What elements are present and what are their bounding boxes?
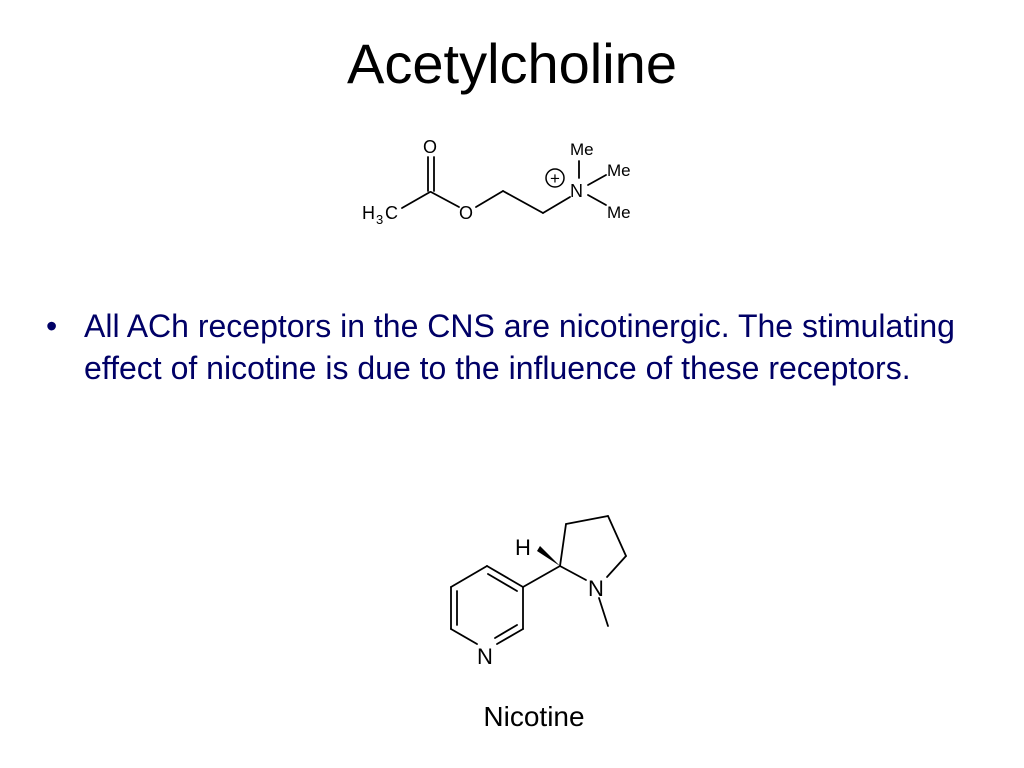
pyrrolidine-bond-1	[559, 523, 567, 567]
bond-n-methyl	[598, 597, 609, 627]
bond-n-me-bottom	[587, 194, 607, 206]
bullet-text: All ACh receptors in the CNS are nicotin…	[84, 308, 955, 386]
pyridine-bond-4	[450, 628, 478, 645]
nicotine-structure-diagram: H N N	[450, 515, 627, 669]
bullet-item: • All ACh receptors in the CNS are nicot…	[44, 305, 984, 389]
bond-ring-link	[522, 565, 561, 588]
bond-carbonyl-ester-o	[430, 191, 460, 208]
atom-carbonyl-o: O	[423, 137, 437, 157]
pyrrolidine-bond-5	[559, 565, 587, 581]
pyridine-bond-6	[450, 565, 488, 588]
atom-methyl-h: H	[362, 203, 375, 223]
bond-ch2-ch2	[502, 190, 544, 214]
pyrrolidine-bond-2	[565, 515, 609, 525]
pyridine-bond-1	[486, 565, 524, 588]
slide-title: Acetylcholine	[347, 32, 677, 95]
bond-n-me-right	[587, 174, 607, 186]
acetylcholine-structure-diagram: O H 3 C O N Me Me Me +	[362, 137, 631, 227]
bond-ch2-n	[542, 196, 571, 214]
bullet-list: • All ACh receptors in the CNS are nicot…	[44, 305, 984, 389]
pyridine-bond-3-inner	[494, 624, 518, 639]
pyrrolidine-bond-3	[607, 515, 627, 557]
atom-methyl-c: C	[385, 203, 398, 223]
label-methyl-bottom: Me	[607, 203, 631, 222]
atom-stereo-h: H	[515, 535, 531, 560]
label-methyl-right: Me	[607, 161, 631, 180]
atom-methyl-subscript: 3	[376, 212, 383, 227]
nicotine-caption: Nicotine	[483, 701, 585, 732]
positive-charge-icon: +	[545, 168, 565, 188]
atom-pyridine-n: N	[477, 644, 493, 669]
pyridine-bond-3	[496, 628, 524, 645]
atom-ammonium-n: N	[570, 181, 583, 201]
atom-ester-o: O	[459, 203, 473, 223]
bullet-marker: •	[46, 308, 58, 344]
label-methyl-top: Me	[570, 140, 594, 159]
pyrrolidine-bond-4	[606, 555, 627, 578]
charge-symbol: +	[550, 169, 560, 188]
atom-pyrrolidine-n: N	[588, 576, 604, 601]
stereo-wedge-bond	[537, 546, 560, 566]
bond-ester-o-ch2	[475, 190, 504, 208]
pyridine-bond-1-inner	[487, 573, 518, 592]
bond-ch3-carbonyl	[401, 191, 431, 209]
